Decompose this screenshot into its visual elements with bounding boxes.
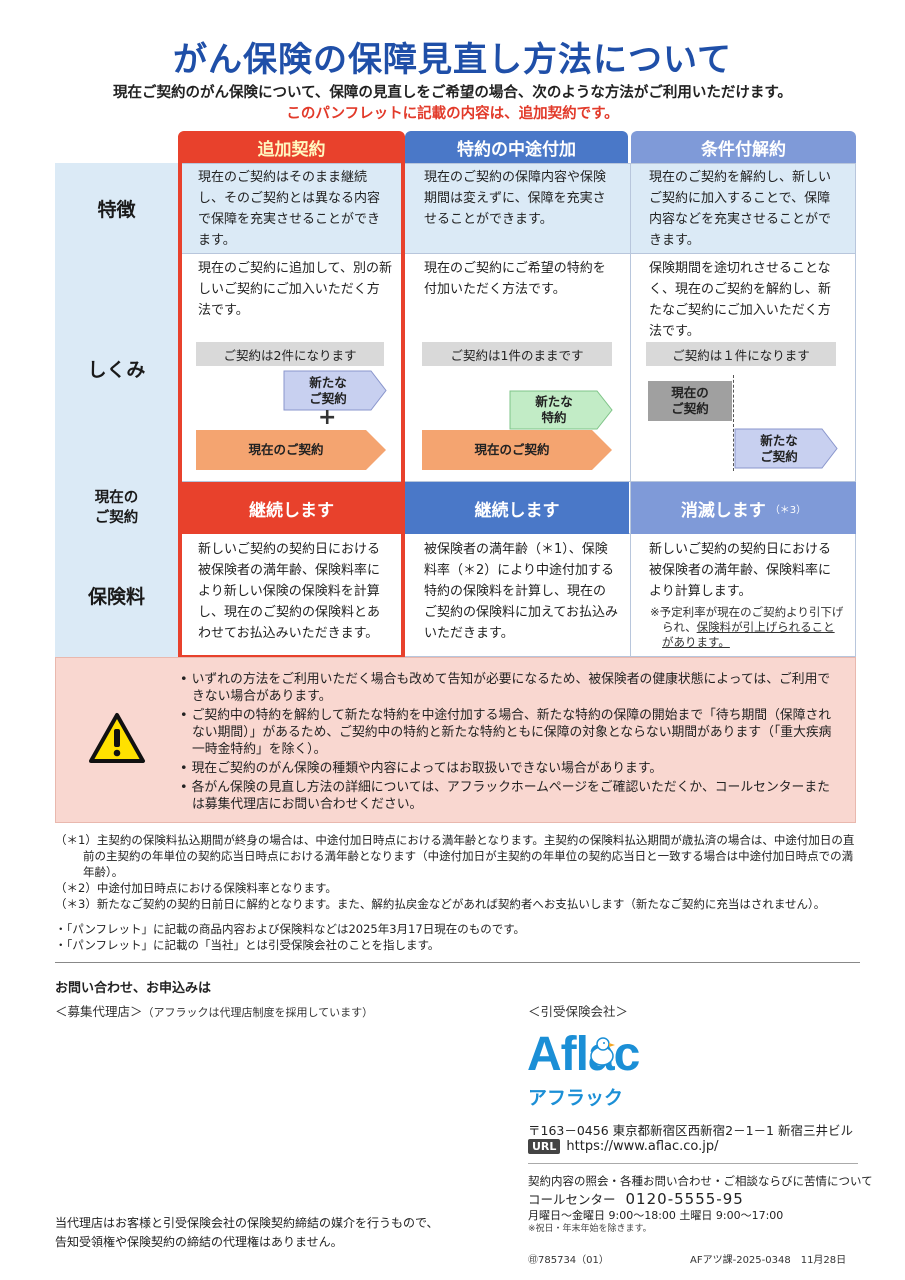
call-center-number[interactable]: 0120-5555-95 (625, 1190, 744, 1208)
call-center-hours-note: ※祝日・年末年始を除きます。 (528, 1224, 652, 1234)
row-label-current: 現在の ご契約 (55, 482, 179, 534)
premium-cell-conditional: 新しいご契約の契約日における被保険者の満年齢、保険料率により計算します。 (649, 542, 832, 599)
current-contract-arrow (196, 430, 386, 470)
column-header-conditional: 条件付解約 (631, 131, 856, 163)
website-link[interactable]: https://www.aflac.co.jp/ (566, 1139, 719, 1154)
contract-count-conditional: ご契約は１件になります (646, 342, 836, 366)
divider (55, 962, 860, 963)
agent-disclaimer: 当代理店はお客様と引受保険会社の保険契約締結の媒介を行うもので、 告知受領権や保… (55, 1216, 439, 1249)
mechanism-cell-rider: 現在のご契約にご希望の特約を付加いただく方法です。 (424, 261, 606, 297)
mechanism-cell-conditional: 保険期間を途切れさせることなく、現在のご契約を解約し、新たなご契約にご加入いただ… (649, 261, 832, 339)
column-header-additional: 追加契約 (180, 131, 403, 163)
new-contract-label-conditional: 新たな ご契約 (760, 432, 798, 464)
url-badge: URL (528, 1139, 561, 1154)
new-rider-arrow (509, 390, 613, 430)
contact-title: お問い合わせ、お申込みは (55, 981, 212, 996)
agent-label: ＜募集代理店＞（アフラックは代理店制度を採用しています） (55, 1001, 373, 1020)
caution-box (55, 657, 856, 823)
current-contract-label-rider: 現在のご契約 (474, 442, 550, 457)
bullet-note: ・「パンフレット」に記載の商品内容および保険料などは2025年3月17日現在のも… (55, 922, 526, 936)
premium-cell-additional: 新しいご契約の契約日における被保険者の満年齢、保険料率により新しい保険の保険料を… (198, 542, 381, 641)
old-contract-label: 現在の ご契約 (648, 381, 732, 421)
notice-text: このパンフレットに記載の内容は、追加契約です。 (286, 106, 619, 122)
row-label-features: 特徴 (55, 163, 179, 254)
row-features-bg (55, 163, 856, 254)
new-contract-arrow-conditional (734, 428, 838, 469)
agent-label-text: ＜募集代理店＞ (55, 1004, 143, 1019)
aflac-logo: Aflac (527, 1028, 640, 1081)
contract-count-additional: ご契約は2件になります (196, 342, 384, 366)
caution-item: • いずれの方法をご利用いただく場合も改めて告知が必要になるため、被保険者の健康… (180, 672, 831, 704)
bullet-note: ・「パンフレット」に記載の「当社」とは引受保険会社のことを指します。 (55, 938, 440, 952)
status-rider: 継続します (405, 482, 629, 534)
footnote-3: （＊3）新たなご契約の契約日前日に解約となります。また、解約払戻金などがあれば契… (55, 897, 826, 911)
document-code: ㊞785734（01） (528, 1255, 609, 1266)
call-center-line: コールセンター 0120-5555-95 (528, 1189, 744, 1208)
divider (528, 1163, 858, 1164)
call-center-label: コールセンター (528, 1192, 616, 1207)
url-line: URL https://www.aflac.co.jp/ (528, 1139, 719, 1154)
new-rider-label: 新たな 特約 (535, 394, 573, 425)
footnote-2: （＊2）中途付加日時点における保険料率となります。 (55, 881, 337, 895)
page-title: がん保険の保障見直し方法について (173, 40, 732, 80)
new-contract-arrow (283, 370, 387, 411)
premium-sub-note: ※予定利率が現在のご契約より引下げられ、保険料が引上げられることがあります。 (650, 605, 845, 650)
agent-label-sub: （アフラックは代理店制度を採用しています） (142, 1006, 374, 1019)
insurer-label: ＜引受保険会社＞ (528, 1004, 629, 1019)
footnotes: （＊1）主契約の保険料払込期間が終身の場合は、中途付加日時点における満年齢となり… (55, 832, 860, 953)
caution-list: • いずれの方法をご利用いただく場合も改めて告知が必要になるため、被保険者の健康… (180, 671, 840, 815)
mechanism-cell-additional: 現在のご契約に追加して、別の新しいご契約にご加入いただく方法です。 (198, 261, 392, 318)
contract-count-rider: ご契約は1件のままです (422, 342, 612, 366)
duck-icon (590, 1037, 615, 1066)
current-contract-label: 現在のご契約 (248, 442, 324, 457)
cutover-line (733, 375, 734, 471)
caution-item: • ご契約中の特約を解約して新たな特約を中途付加する場合、新たな特約の保障の開始… (180, 708, 832, 757)
warning-icon (89, 713, 145, 763)
features-cell-additional: 現在のご契約はそのまま継続し、そのご契約とは異なる内容で保障を充実させることがで… (198, 170, 381, 248)
status-conditional: 消滅します（＊3） (631, 482, 856, 534)
call-center-hours: 月曜日～金曜日 9:00～18:00 土曜日 9:00～17:00 (528, 1209, 784, 1222)
features-cell-conditional: 現在のご契約を解約し、新しいご契約に加入することで、保障内容などを充実させること… (649, 170, 832, 248)
new-contract-label: 新たな ご契約 (309, 374, 347, 406)
highlight-frame (178, 131, 405, 659)
status-additional: 継続します (180, 482, 403, 534)
status-conditional-text: 消滅します (680, 500, 766, 521)
column-header-rider: 特約の中途付加 (405, 131, 628, 163)
footnote-1: （＊1）主契約の保険料払込期間が終身の場合は、中途付加日時点における満年齢となり… (55, 833, 855, 879)
row-label-mechanism: しくみ (55, 254, 179, 482)
premium-sub-note-prefix: ※予定利率が現在のご契約より引下げられ、 (650, 605, 844, 634)
plus-icon: + (318, 405, 337, 430)
current-contract-arrow-rider (422, 430, 612, 470)
caution-item: • 現在ご契約のがん保険の種類や内容によってはお取扱いできない場合があります。 (180, 761, 663, 776)
aflac-logo-kana: アフラック (528, 1087, 624, 1109)
premium-cell-rider: 被保険者の満年齢（＊1）、保険料率（＊2）により中途付加する特約の保険料を計算し… (424, 542, 618, 641)
page-subtitle: 現在ご契約のがん保険について、保障の見直しをご希望の場合、次のような方法がご利用… (113, 85, 792, 101)
insurer-address: 〒163－0456 東京都新宿区西新宿2－1－1 新宿三井ビル (528, 1123, 853, 1138)
call-center-desc: 契約内容の照会・各種お問い合わせ・ご相談ならびに苦情について (528, 1174, 873, 1188)
row-label-premium: 保険料 (55, 534, 179, 657)
caution-item: • 各がん保険の見直し方法の詳細については、アフラックホームページをご確認いただ… (180, 780, 830, 812)
column-divider (630, 163, 631, 657)
premium-sub-note-link: 保険料が引上げられることがあります。 (662, 620, 835, 649)
document-code-right: AFアツ課-2025-0348 11月28日 (690, 1255, 847, 1266)
footnote-mark: （＊3） (769, 504, 807, 516)
features-cell-rider: 現在のご契約の保障内容や保険期間は変えずに、保障を充実させることができます。 (424, 170, 607, 227)
